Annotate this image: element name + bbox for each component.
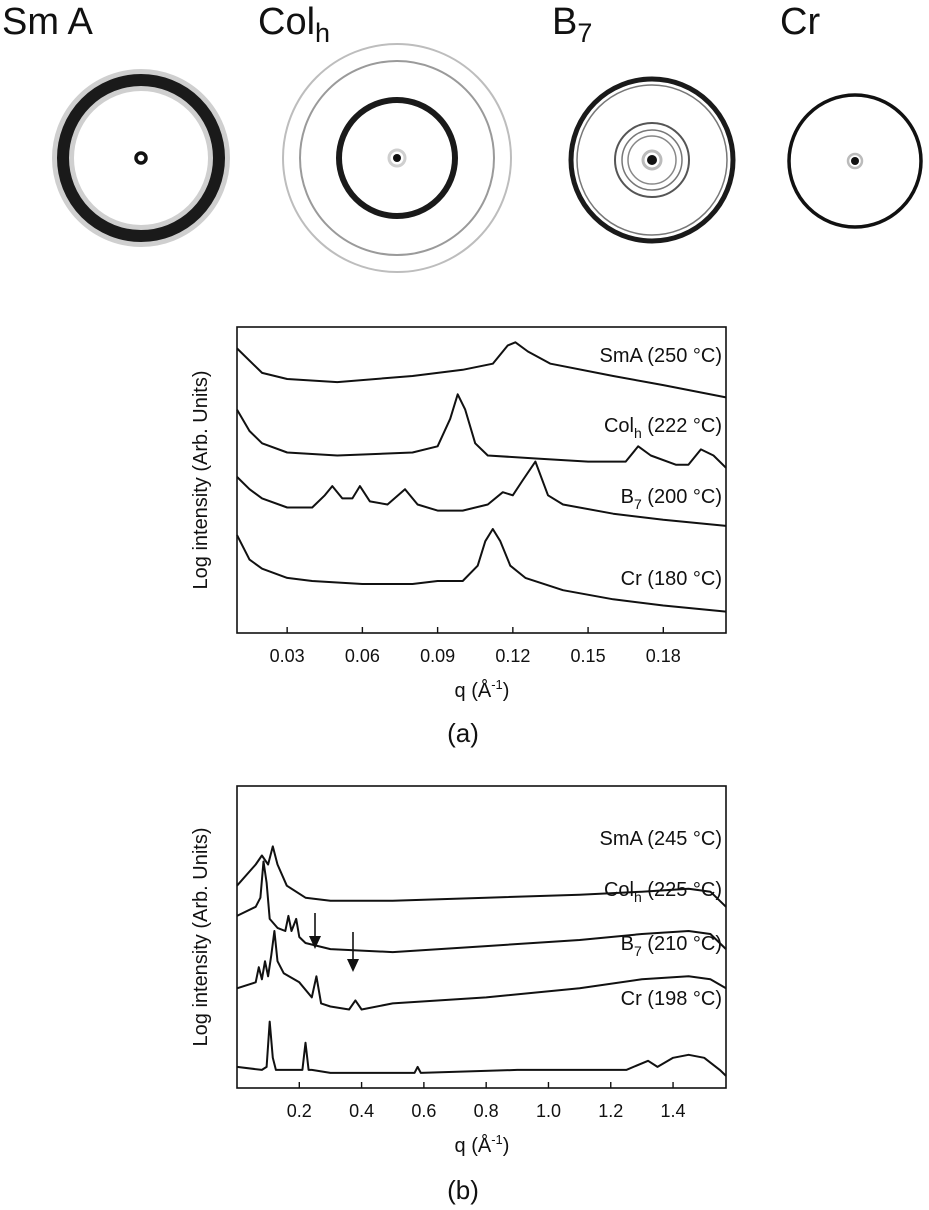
x-tick-label: 1.0: [536, 1101, 561, 1121]
series-label-main: Col: [604, 879, 634, 901]
cr-center-spot: [851, 157, 859, 165]
x-tick-label: 0.06: [345, 646, 380, 666]
series-label: SmA (245 °C): [600, 828, 723, 850]
x-tick-label: 1.2: [598, 1101, 623, 1121]
series-label: SmA (250 °C): [600, 345, 723, 367]
panel-b-frame: [236, 785, 727, 1089]
series-line: [236, 845, 727, 908]
panel-a-series-labels: SmA (250 °C) Colh (222 °C) B7 (200 °C) Cr (…: [600, 345, 723, 590]
series-line: [236, 1020, 727, 1077]
x-tick-label: 0.09: [420, 646, 455, 666]
series-label-main: SmA: [600, 828, 644, 850]
panel-b-x-ticks: 0.2 0.4 0.6 0.8 1.0 1.2 1.4: [287, 1082, 686, 1121]
series-line: [236, 393, 727, 469]
diffraction-patterns-row: Sm A Colh B7 Cr: [2, 1, 923, 273]
panel-a-caption: (a): [447, 718, 479, 748]
panel-a-frame: [236, 326, 727, 634]
b7-ring-4: [621, 129, 683, 191]
series-line: [236, 341, 727, 399]
x-tick-label: 0.8: [474, 1101, 499, 1121]
panel-b-arrow-2: [347, 932, 359, 972]
x-tick-label: 0.15: [571, 646, 606, 666]
series-label-sub: h: [634, 889, 642, 905]
panel-b-caption: (b): [447, 1175, 479, 1205]
colh-center-halo: [387, 148, 407, 168]
x-tick-label: 0.03: [270, 646, 305, 666]
panel-a: 0.03 0.06 0.09 0.12 0.15 0.18 SmA (250 °C) Col…: [190, 326, 727, 748]
b7-ring-3: [614, 122, 690, 198]
series-label-main: SmA: [600, 345, 644, 367]
pattern-label-cr: Cr: [780, 1, 820, 43]
series-line: [236, 930, 727, 1011]
cr-center-halo: [846, 152, 864, 170]
pattern-label-sma: Sm A: [2, 1, 93, 43]
colh-center-spot: [393, 154, 401, 162]
series-label: B7 (200 °C): [621, 486, 722, 512]
series-label-sub: h: [634, 425, 642, 441]
panel-a-x-ticks: 0.03 0.06 0.09 0.12 0.15 0.18: [270, 627, 681, 666]
x-tick-label: 0.12: [495, 646, 530, 666]
panel-a-curves: [236, 341, 727, 613]
series-label: Cr (180 °C): [621, 568, 722, 590]
series-label-end: (245 °C): [642, 828, 722, 850]
series-label-end: (225 °C): [642, 879, 722, 901]
sma-ring: [57, 74, 225, 242]
x-tick-label: 0.18: [646, 646, 681, 666]
panel-a-x-axis-label: q (Å-1): [455, 677, 510, 702]
series-label-sub: 7: [634, 496, 642, 512]
colh-outer-ring: [282, 43, 512, 273]
b7-ring-2: [576, 84, 728, 236]
b7-outer-ring: [568, 76, 736, 244]
b7-center-halo: [641, 149, 663, 171]
panel-b-arrow-1: [309, 913, 321, 949]
x-tick-label: 1.4: [661, 1101, 686, 1121]
series-label-main: Cr: [621, 568, 642, 590]
x-tick-label: 0.4: [349, 1101, 374, 1121]
b7-ring-5: [627, 135, 677, 185]
x-tick-label: 0.2: [287, 1101, 312, 1121]
series-label-end: (180 °C): [642, 568, 722, 590]
panel-b-curves: [236, 845, 727, 1077]
panel-b-series-labels: SmA (245 °C) Colh (225 °C) B7 (210 °C) Cr (…: [600, 828, 723, 1010]
series-label-end: (210 °C): [642, 933, 722, 955]
colh-main-ring: [336, 97, 458, 219]
series-line: [236, 460, 727, 527]
series-label-end: (250 °C): [642, 345, 722, 367]
panel-b: 0.2 0.4 0.6 0.8 1.0 1.2 1.4 SmA (245 °C) Colh (…: [190, 785, 727, 1205]
b7-center-spot: [647, 155, 657, 165]
series-label-main: B: [621, 933, 634, 955]
series-label: Cr (198 °C): [621, 988, 722, 1010]
panel-b-x-axis-label: q (Å-1): [455, 1132, 510, 1157]
pattern-label-colh: Colh: [258, 1, 330, 48]
series-label-main: B: [621, 486, 634, 508]
series-label-end: (200 °C): [642, 486, 722, 508]
series-label: Colh (225 °C): [604, 879, 722, 905]
series-label-sub: 7: [634, 943, 642, 959]
series-label-end: (198 °C): [642, 988, 722, 1010]
series-label-main: Cr: [621, 988, 642, 1010]
cr-ring: [787, 93, 923, 229]
pattern-label-b7: B7: [552, 1, 592, 48]
panel-a-y-axis-label: Log intensity (Arb. Units): [190, 371, 212, 590]
series-label-end: (222 °C): [642, 415, 722, 437]
series-label: Colh (222 °C): [604, 415, 722, 441]
series-label: B7 (210 °C): [621, 933, 722, 959]
sma-center-spot: [134, 151, 148, 165]
series-line: [236, 528, 727, 613]
series-line: [236, 860, 727, 954]
panel-b-y-axis-label: Log intensity (Arb. Units): [190, 828, 212, 1047]
colh-middle-ring: [299, 60, 495, 256]
series-label-main: Col: [604, 415, 634, 437]
x-tick-label: 0.6: [411, 1101, 436, 1121]
